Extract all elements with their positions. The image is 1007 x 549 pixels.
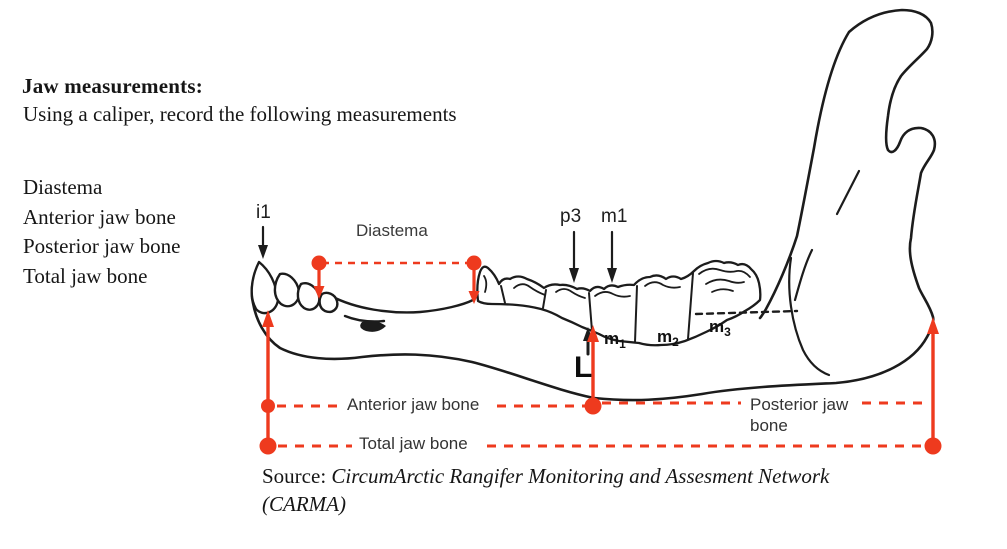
p3-pointer-arrow [569, 230, 579, 283]
page-title: Jaw measurements: [22, 74, 203, 98]
incisor-teeth [250, 260, 339, 315]
posterior-measure-arrow [924, 317, 942, 455]
list-item: Total jaw bone [23, 263, 148, 288]
label-molar-m2: m2 [657, 327, 679, 349]
label-anterior-jaw-bone: Anterior jaw bone [347, 395, 480, 414]
label-i1: i1 [256, 202, 271, 223]
label-molar-m3: m3 [709, 317, 731, 339]
source-citation: Source: CircumArctic Rangifer Monitoring… [262, 462, 982, 518]
mental-foramen-mark [343, 314, 386, 332]
list-item: Posterior jaw bone [23, 234, 181, 258]
ramus-ridge-line [835, 169, 861, 216]
label-p3: p3 [560, 206, 582, 227]
label-molar-m1: m1 [604, 329, 626, 351]
list-item: Diastema [23, 175, 103, 199]
label-m1-top: m1 [601, 206, 628, 227]
source-name: CircumArctic Rangifer Monitoring and Ass… [331, 464, 830, 488]
length-measure-arrow [584, 325, 602, 415]
mandible-outline [250, 8, 937, 402]
measurement-list: Diastema Anterior jaw bone Posterior jaw… [23, 173, 180, 291]
source-prefix: Source: [262, 464, 332, 488]
list-item: Anterior jaw bone [23, 204, 176, 229]
label-length-l: L [574, 351, 593, 384]
label-total-jaw-bone: Total jaw bone [359, 434, 468, 453]
m1-pointer-arrow [607, 230, 617, 283]
occlusal-scribbles [483, 267, 751, 299]
page-subtitle: Using a caliper, record the following me… [23, 102, 457, 126]
label-diastema: Diastema [356, 221, 428, 240]
diastema-measure-line [311, 255, 482, 304]
i1-pointer-arrow [258, 225, 268, 259]
cheek-tooth-row [476, 259, 762, 347]
label-posterior-jaw-bone: Posterior jaw bone [750, 395, 849, 435]
source-acronym: (CARMA) [262, 492, 346, 516]
alveolar-dashed-line [694, 309, 799, 316]
anterior-measure-arrow [259, 310, 277, 455]
